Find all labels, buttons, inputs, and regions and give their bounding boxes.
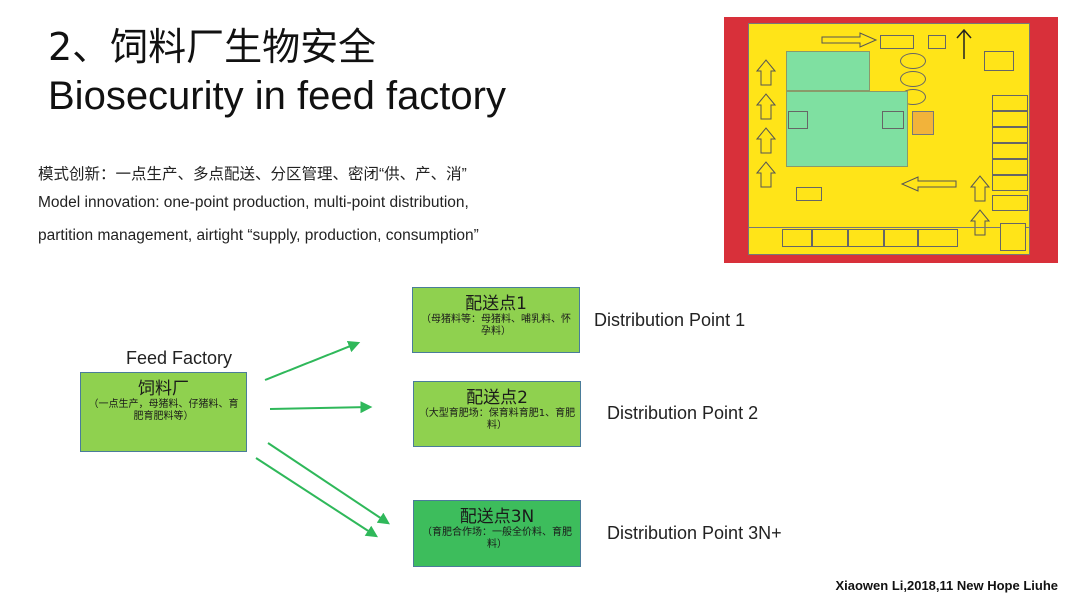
arrow-to-point-3n-b	[255, 457, 379, 538]
floor-plan-yellow-area	[748, 23, 1030, 255]
arrow-to-point-3n-a	[267, 442, 390, 525]
feed-factory-box-subtitle: （一点生产，母猪料、仔猪料、育肥育肥料等）	[88, 399, 239, 422]
distribution-point-2-title: 配送点2	[466, 388, 528, 408]
body-line-cn: 模式创新：一点生产、多点配送、分区管理、密闭“供、产、消”	[38, 166, 467, 183]
distribution-point-2-box: 配送点2 （大型育肥场：保育料育肥1、育肥料）	[413, 381, 581, 447]
distribution-point-3n-label: Distribution Point 3N+	[607, 523, 782, 543]
distribution-point-1-subtitle: （母猪料等：母猪料、哺乳料、怀孕料）	[421, 314, 571, 337]
distribution-point-3n-box: 配送点3N （育肥合作场：一般全价料、育肥料）	[413, 500, 581, 567]
plan-arrow-up-icon	[956, 28, 972, 59]
distribution-point-2-subtitle: （大型育肥场：保育料育肥1、育肥料）	[418, 408, 576, 431]
body-line-en-2: partition management, airtight “supply, …	[38, 227, 479, 244]
arrow-to-point-2	[269, 401, 373, 414]
feed-factory-box: 饲料厂 （一点生产，母猪料、仔猪料、育肥育肥料等）	[80, 372, 247, 452]
plan-arrow-left-icon	[900, 176, 957, 192]
plan-arrow-right-icon	[821, 32, 878, 48]
feed-factory-box-title: 饲料厂	[138, 379, 189, 399]
arrow-to-point-1	[264, 340, 361, 381]
feed-factory-label: Feed Factory	[126, 348, 233, 368]
body-line-en-1: Model innovation: one-point production, …	[38, 194, 469, 211]
plan-arrows-up-left-icon	[756, 59, 776, 188]
distribution-point-2-label: Distribution Point 2	[607, 403, 759, 423]
title-chinese: 2、饲料厂生物安全	[48, 25, 377, 69]
plan-arrows-up-right-icon	[970, 175, 990, 236]
title-english: Biosecurity in feed factory	[48, 74, 506, 118]
distribution-point-3n-subtitle: （育肥合作场：一般全价料、育肥料）	[422, 527, 572, 550]
distribution-point-1-title: 配送点1	[465, 294, 527, 314]
credit-text: Xiaowen Li,2018,11 New Hope Liuhe	[835, 578, 1058, 593]
distribution-point-3n-title: 配送点3N	[459, 507, 535, 527]
factory-floor-plan-image	[724, 17, 1058, 263]
distribution-point-1-box: 配送点1 （母猪料等：母猪料、哺乳料、怀孕料）	[412, 287, 580, 353]
distribution-point-1-label: Distribution Point 1	[594, 310, 746, 330]
